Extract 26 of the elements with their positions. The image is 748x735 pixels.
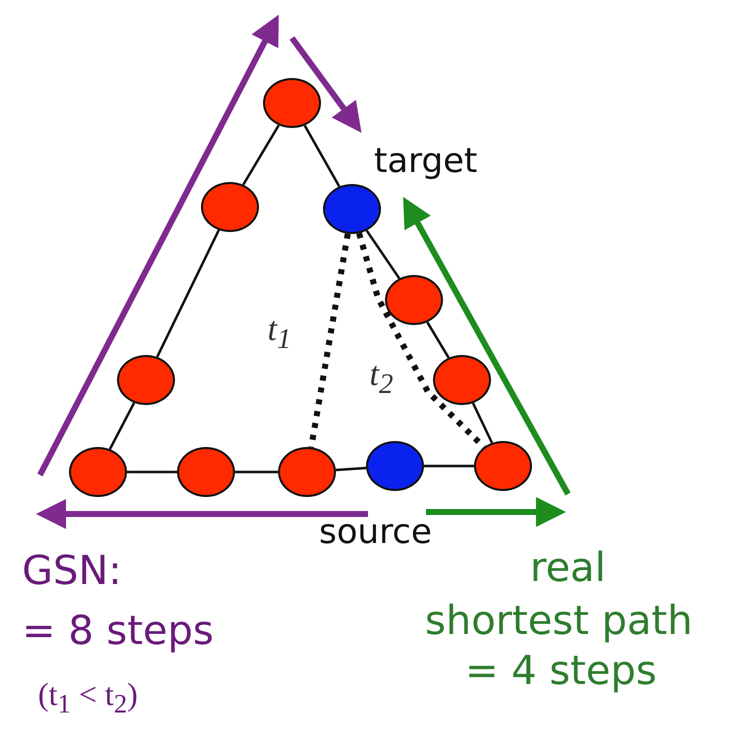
- edge-line: [472, 402, 494, 444]
- node-circle: [433, 355, 491, 405]
- edge-line: [156, 230, 220, 358]
- node-circle: [385, 275, 443, 325]
- edge-line: [366, 230, 400, 280]
- annotation-text: shortest path: [425, 598, 693, 644]
- edge-label: t$_{1}$: [268, 310, 292, 356]
- edge-line: [108, 402, 136, 450]
- edge-line: [127, 470, 177, 474]
- node-label: target: [374, 141, 478, 181]
- edge-line: [304, 124, 340, 188]
- node-label: source: [319, 512, 432, 552]
- annotation-text: = 4 steps: [465, 648, 657, 694]
- annotation-text: (t$_{1}$ < t$_{2}$): [38, 676, 138, 720]
- edge-line: [424, 464, 474, 468]
- node-circle: [263, 78, 321, 128]
- annotation-text: GSN:: [22, 548, 122, 594]
- edge-line: [242, 124, 280, 186]
- node-circle: [474, 441, 532, 491]
- annotation-text: = 8 steps: [22, 608, 214, 654]
- dotted-line: [308, 233, 351, 448]
- edge-label: t$_{2}$: [370, 356, 394, 400]
- edge-line: [235, 470, 278, 474]
- annotation-text: real: [530, 545, 606, 591]
- edge-line: [426, 322, 450, 358]
- edge-line: [336, 466, 366, 472]
